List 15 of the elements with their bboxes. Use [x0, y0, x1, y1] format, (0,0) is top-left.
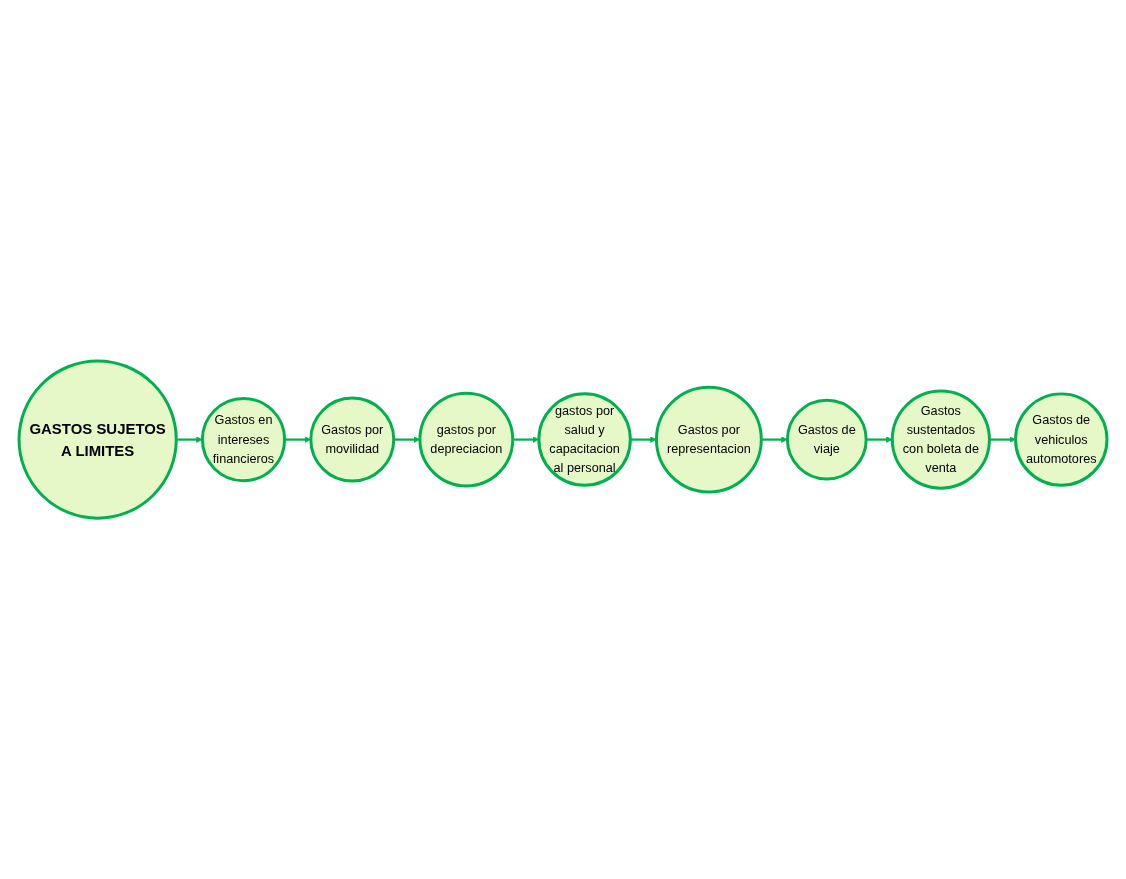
arrow [866, 436, 893, 443]
flowchart: GASTOS SUJETOS A LIMITES Gastos en intereses financieros Gastos por movilidad gastos por depreciacion gastos por salud y capacitacion al personal Gastos por representacion Gastos de viaje Gastos sustentados con boleta de venta Gastos de vehiculos automotores [13, 354, 1113, 525]
node-circle [890, 389, 991, 490]
arrow [630, 436, 657, 443]
arrow [989, 436, 1016, 443]
node-circle [200, 396, 287, 483]
node-circle [17, 359, 178, 520]
node-circle [654, 385, 763, 494]
node-circle [1014, 392, 1109, 487]
node-circle [537, 392, 632, 487]
arrow [176, 436, 203, 443]
node-circle [785, 398, 868, 481]
node-circle [309, 396, 396, 483]
arrow [761, 436, 788, 443]
node-circle [418, 391, 515, 488]
